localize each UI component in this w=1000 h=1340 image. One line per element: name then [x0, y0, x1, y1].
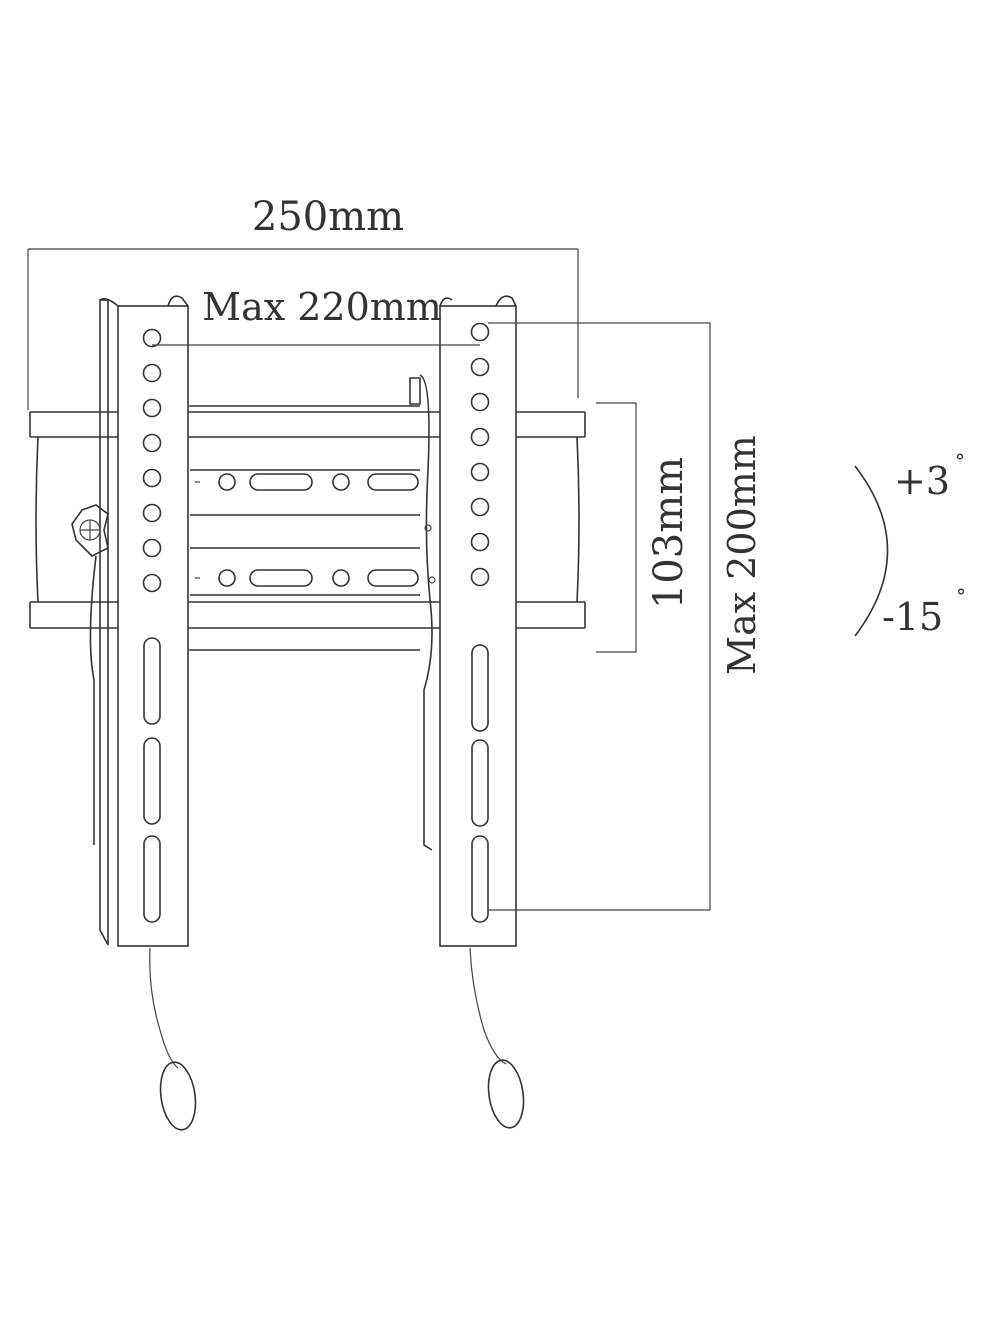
left-pull-cord: [149, 947, 197, 1131]
max-horizontal-label: Max 220mm: [202, 285, 442, 329]
tilt-down-label: -15: [882, 595, 943, 639]
dimension-max-vertical: [488, 322, 711, 911]
max-vertical-label: Max 200mm: [720, 435, 764, 675]
tilt-arc: [854, 465, 889, 637]
overall-width-label: 250mm: [252, 194, 404, 240]
right-pull-cord: [469, 947, 525, 1129]
left-vertical-bracket: [71, 295, 190, 947]
tilt-up-degree: °: [955, 449, 965, 473]
tilt-up-label: +3: [894, 459, 950, 503]
dimension-rail-spacing: [596, 402, 637, 653]
tilt-down-degree: °: [956, 584, 966, 608]
rail-spacing-label: 103mm: [646, 457, 692, 609]
right-vertical-bracket: [419, 295, 517, 947]
